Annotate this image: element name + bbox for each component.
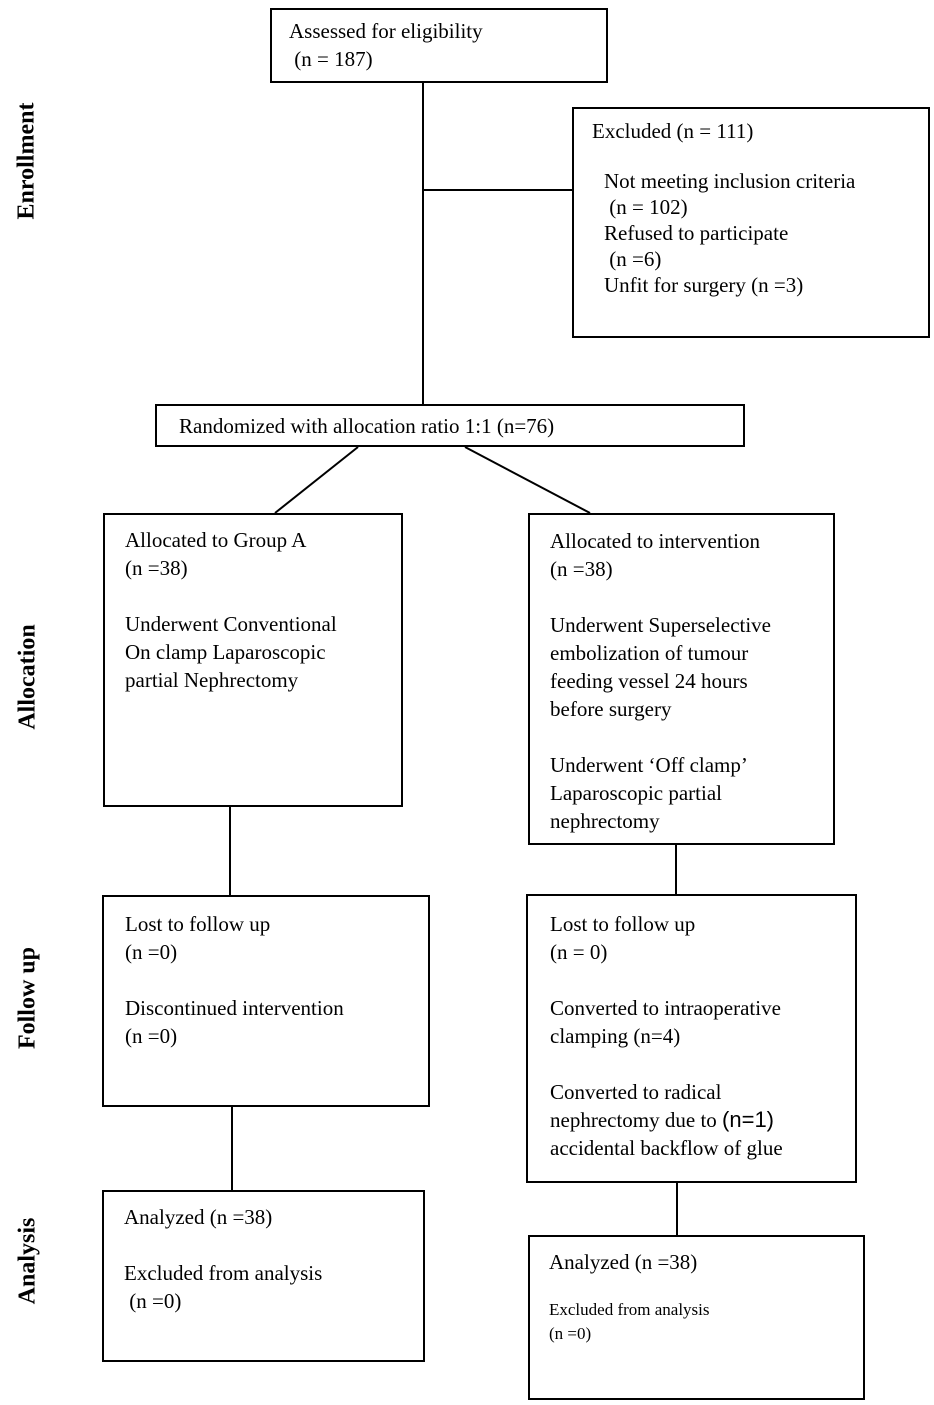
an-a-spacer — [124, 1231, 415, 1259]
alloc-a-line: Allocated to Group A — [125, 528, 307, 552]
an-b-sub-line: Excluded from analysis — [549, 1300, 710, 1319]
fu-a-spacer — [125, 966, 420, 994]
stage-label-allocation: Allocation — [14, 624, 41, 730]
alloc-a-line: Underwent Conventional — [125, 612, 337, 636]
fu-b-mixed-line: nephrectomy due to (n=1) — [550, 1106, 847, 1134]
box-analysis-group-a: Analyzed (n =38) Excluded from analysis … — [102, 1190, 425, 1362]
box-assessed-for-eligibility: Assessed for eligibility (n = 187) — [270, 8, 608, 83]
fu-b-line: Lost to follow up — [550, 912, 696, 936]
fu-a-line: Lost to follow up — [125, 912, 271, 936]
connector-randomized-to-group-a — [274, 446, 359, 514]
fu-b-mixed-serif: nephrectomy due to — [550, 1108, 723, 1132]
alloc-b-line: Allocated to intervention — [550, 529, 760, 553]
fu-b-line: accidental backflow of glue — [550, 1136, 783, 1160]
alloc-b-line: Laparoscopic partial — [550, 781, 722, 805]
an-b-sub-line: (n =0) — [549, 1324, 592, 1343]
excluded-reason-n: (n = 102) — [604, 195, 688, 219]
alloc-b-line: before surgery — [550, 697, 672, 721]
an-b-title: Analyzed (n =38) — [549, 1250, 698, 1274]
excluded-reason: Not meeting inclusion criteria — [604, 169, 856, 193]
stage-label-analysis: Analysis — [14, 1217, 41, 1305]
box-excluded: Excluded (n = 111) Not meeting inclusion… — [572, 107, 930, 338]
fu-a-line: (n =0) — [125, 1024, 178, 1048]
fu-b-line: Converted to radical — [550, 1080, 722, 1104]
fu-b-line: clamping (n=4) — [550, 1024, 681, 1048]
assessed-line: Assessed for eligibility — [289, 19, 483, 43]
fu-b-line: Converted to intraoperative — [550, 996, 781, 1020]
an-b-sub-block: Excluded from analysis (n =0) — [549, 1298, 855, 1346]
fu-a-line: Discontinued intervention — [125, 996, 344, 1020]
alloc-a-line: partial Nephrectomy — [125, 668, 299, 692]
alloc-b-line: nephrectomy — [550, 809, 660, 833]
excluded-reasons-list: Not meeting inclusion criteria (n = 102)… — [592, 168, 918, 298]
an-a-line: (n =0) — [124, 1289, 182, 1313]
alloc-a-line: (n =38) — [125, 556, 188, 580]
box-followup-intervention: Lost to follow up (n = 0) Converted to i… — [526, 894, 857, 1183]
an-a-line: Excluded from analysis — [124, 1261, 323, 1285]
stage-label-enrollment: Enrollment — [13, 102, 40, 220]
alloc-b-line: Underwent Superselective — [550, 613, 772, 637]
randomized-text: Randomized with allocation ratio 1:1 (n=… — [179, 413, 555, 438]
box-analysis-intervention: Analyzed (n =38) Excluded from analysis … — [528, 1235, 865, 1400]
alloc-b-spacer — [550, 723, 825, 751]
alloc-b-line: (n =38) — [550, 557, 613, 581]
box-followup-group-a: Lost to follow up (n =0) Discontinued in… — [102, 895, 430, 1107]
alloc-b-spacer — [550, 583, 825, 611]
box-randomized: Randomized with allocation ratio 1:1 (n=… — [155, 404, 745, 447]
fu-b-spacer — [550, 966, 847, 994]
alloc-b-line: feeding vessel 24 hours — [550, 669, 748, 693]
box-allocated-intervention: Allocated to intervention (n =38) Underw… — [528, 513, 835, 845]
fu-b-line: (n = 0) — [550, 940, 608, 964]
excluded-reason: Refused to participate — [604, 221, 789, 245]
fu-b-spacer — [550, 1050, 847, 1078]
excluded-reason: Unfit for surgery (n =3) — [604, 273, 804, 297]
alloc-a-line: On clamp Laparoscopic — [125, 640, 326, 664]
an-a-line: Analyzed (n =38) — [124, 1205, 273, 1229]
stage-label-followup: Follow up — [14, 946, 41, 1050]
excluded-title: Excluded (n = 111) — [592, 119, 754, 143]
connector-randomized-to-intervention — [464, 446, 591, 514]
alloc-b-line: Underwent ‘Off clamp’ — [550, 753, 748, 777]
fu-b-mixed-sans: (n=1) — [722, 1107, 775, 1132]
assessed-n: (n = 187) — [289, 47, 373, 71]
box-allocated-group-a: Allocated to Group A (n =38) Underwent C… — [103, 513, 403, 807]
excluded-reason-n: (n =6) — [604, 247, 662, 271]
fu-a-line: (n =0) — [125, 940, 178, 964]
alloc-b-line: embolization of tumour — [550, 641, 749, 665]
alloc-a-spacer — [125, 582, 393, 610]
